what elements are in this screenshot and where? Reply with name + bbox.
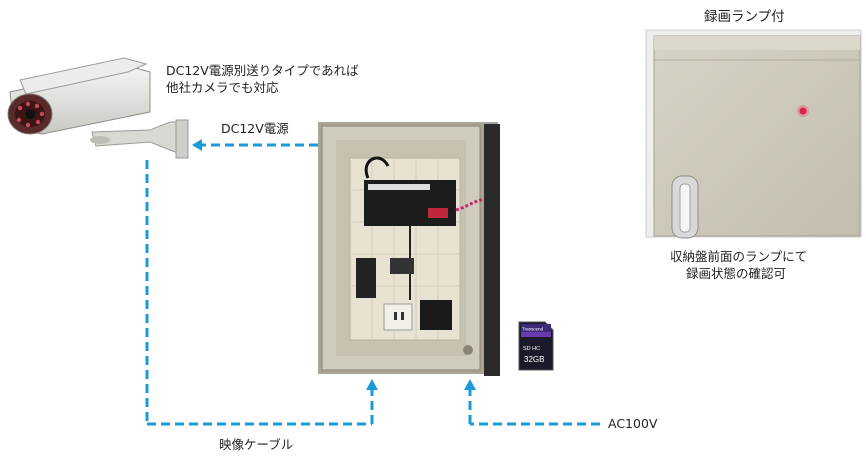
camera-note-line2: 他社カメラでも対応 bbox=[166, 80, 279, 95]
sd-card-capacity: 32GB bbox=[524, 355, 544, 364]
dc12v-arrowhead bbox=[192, 139, 202, 151]
camera-note-line1: DC12V電源別送りタイプであれば bbox=[166, 63, 359, 78]
video-cable-arrowhead bbox=[366, 379, 378, 390]
sd-card-type: SD HC bbox=[523, 346, 540, 352]
ac100v-label: AC100V bbox=[608, 416, 658, 431]
lamp-note-line1: 収納盤前面のランプにて bbox=[670, 249, 808, 264]
lamp-note-line2: 録画状態の確認可 bbox=[686, 266, 787, 281]
dc12v-label: DC12V電源 bbox=[221, 121, 289, 136]
ac100v-arrowhead bbox=[464, 379, 476, 390]
security-camera-image bbox=[7, 57, 189, 159]
sd-card-brand: Transcend bbox=[522, 327, 544, 332]
lamp-title: 録画ランプ付 bbox=[704, 9, 785, 25]
sd-card-image: 32GB SD HC Transcend bbox=[518, 321, 554, 371]
recording-lamp bbox=[799, 107, 807, 115]
video-cable-connector bbox=[145, 160, 374, 426]
video-cable-label: 映像ケーブル bbox=[219, 437, 294, 452]
recorder-cabinet-image bbox=[318, 122, 500, 376]
ac100v-connector bbox=[468, 388, 600, 426]
cabinet-front-image bbox=[645, 29, 862, 239]
